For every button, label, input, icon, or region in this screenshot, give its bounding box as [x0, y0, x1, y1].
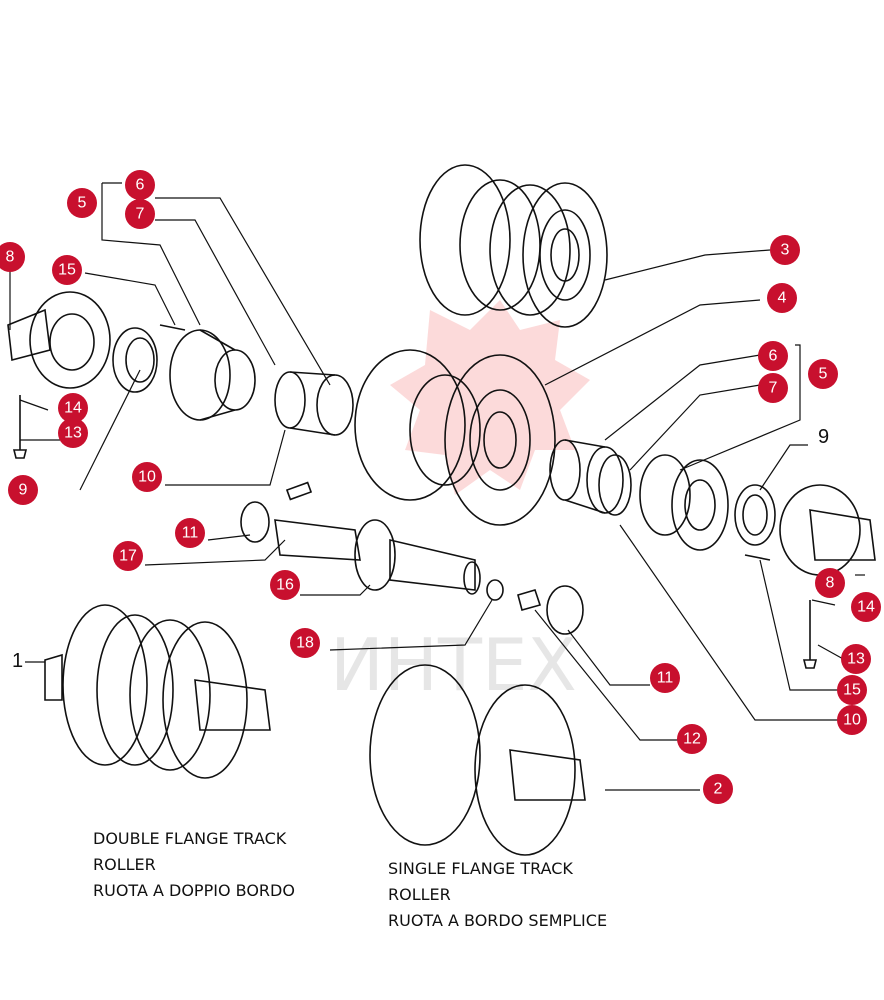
part-left-screw [12, 395, 28, 459]
marker-7-right: 7 [758, 373, 788, 403]
marker-11-right: 11 [650, 663, 680, 693]
svg-text:14: 14 [64, 400, 82, 417]
marker-5-right: 5 [808, 359, 838, 389]
caption-line: DOUBLE FLANGE TRACK [93, 829, 287, 848]
caption-line: SINGLE FLANGE TRACK [388, 859, 573, 878]
marker-10-left: 10 [132, 462, 162, 492]
marker-10-right: 10 [837, 705, 867, 735]
svg-text:15: 15 [843, 682, 861, 699]
part-key [285, 481, 313, 501]
part-left-bracket [7, 291, 111, 389]
svg-text:6: 6 [136, 177, 145, 194]
marker-9-left: 9 [8, 475, 38, 505]
marker-12: 12 [677, 724, 707, 754]
marker-3: 3 [770, 235, 800, 265]
svg-text:11: 11 [657, 670, 674, 687]
marker-8-left: 8 [0, 242, 25, 272]
marker-17: 17 [113, 541, 143, 571]
svg-text:7: 7 [769, 380, 778, 397]
label-1: 1 [12, 650, 23, 672]
part-left-oring [240, 501, 270, 543]
caption-line: ROLLER [388, 885, 451, 904]
marker-16: 16 [270, 570, 300, 600]
svg-text:16: 16 [276, 577, 294, 594]
svg-text:17: 17 [119, 548, 137, 565]
svg-text:5: 5 [78, 195, 87, 212]
svg-text:2: 2 [714, 781, 723, 798]
svg-text:8: 8 [826, 575, 835, 592]
caption-double-flange: DOUBLE FLANGE TRACK ROLLER RUOTA A DOPPI… [93, 826, 295, 904]
marker-13-left: 13 [58, 418, 88, 448]
svg-text:10: 10 [138, 469, 156, 486]
svg-text:3: 3 [781, 242, 790, 259]
svg-text:11: 11 [182, 525, 199, 542]
part-left-bushing [274, 371, 354, 436]
svg-text:12: 12 [683, 731, 701, 748]
part-right-screw [802, 600, 818, 669]
marker-7-left: 7 [125, 199, 155, 229]
caption-line: ROLLER [93, 855, 156, 874]
svg-text:9: 9 [19, 482, 28, 499]
marker-15-right: 15 [837, 675, 867, 705]
part-right-bracket [779, 484, 876, 576]
part-right-oring [546, 585, 584, 635]
part-shaft [274, 519, 481, 595]
part-right-collar [639, 454, 729, 551]
svg-text:10: 10 [843, 712, 861, 729]
svg-text:6: 6 [769, 348, 778, 365]
svg-text:8: 8 [6, 249, 15, 266]
marker-2: 2 [703, 774, 733, 804]
marker-13-right: 13 [841, 644, 871, 674]
svg-text:18: 18 [296, 635, 314, 652]
watermark-text: ИНТЕХ [330, 623, 577, 707]
svg-text:13: 13 [64, 425, 82, 442]
marker-6-left: 6 [125, 170, 155, 200]
part-small-ring [486, 579, 504, 601]
marker-8-right: 8 [815, 568, 845, 598]
svg-text:14: 14 [857, 599, 875, 616]
marker-14-left: 14 [58, 393, 88, 423]
caption-line: RUOTA A DOPPIO BORDO [93, 881, 295, 900]
marker-5-left: 5 [67, 188, 97, 218]
marker-15-left: 15 [52, 255, 82, 285]
watermark-gear-icon [390, 300, 590, 495]
svg-text:4: 4 [778, 290, 787, 307]
part-left-seal [112, 327, 158, 393]
caption-single-flange: SINGLE FLANGE TRACK ROLLER RUOTA A BORDO… [388, 856, 607, 934]
svg-text:13: 13 [847, 651, 865, 668]
marker-14-right: 14 [851, 592, 881, 622]
svg-text:7: 7 [136, 206, 145, 223]
part-right-seal [734, 484, 776, 546]
caption-line: RUOTA A BORDO SEMPLICE [388, 911, 608, 930]
part-right-bushing [549, 439, 632, 516]
part-left-collar [169, 329, 256, 421]
part-double-flange-wheel [419, 164, 608, 328]
leader-lines [9, 182, 865, 791]
label-9-right: 9 [818, 426, 829, 448]
marker-6-right: 6 [758, 341, 788, 371]
part-left-bolt [159, 324, 186, 331]
assembled-single-flange-roller [369, 664, 586, 856]
marker-4: 4 [767, 283, 797, 313]
assembled-double-flange-roller [44, 604, 271, 779]
svg-text:5: 5 [819, 366, 828, 383]
part-right-bolt [744, 554, 771, 561]
marker-11-left: 11 [175, 518, 205, 548]
marker-18: 18 [290, 628, 320, 658]
part-plug [517, 589, 542, 611]
part-single-flange-wheel [354, 349, 556, 526]
svg-text:15: 15 [58, 262, 76, 279]
